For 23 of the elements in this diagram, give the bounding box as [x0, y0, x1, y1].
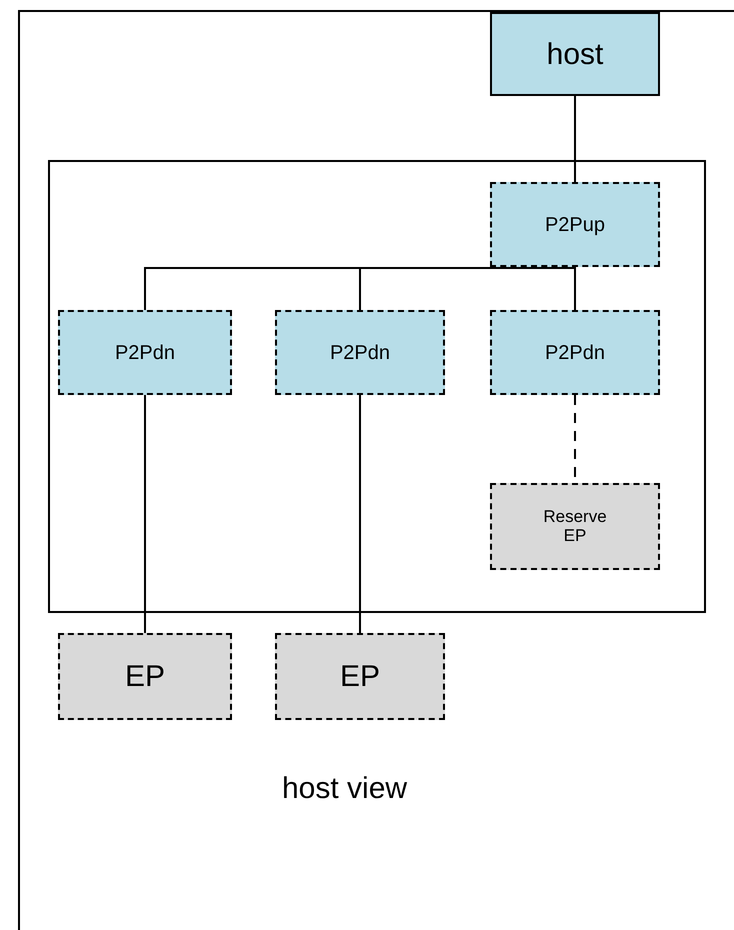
- view-frame: [18, 10, 734, 930]
- connector-line: [359, 395, 361, 633]
- port-box: [490, 182, 660, 267]
- node-label: EP: [340, 660, 380, 693]
- node-label: P2Pdn: [114, 342, 176, 364]
- node-label: P2Pdn: [330, 342, 390, 364]
- node-label: host: [546, 38, 604, 70]
- port-box: [490, 310, 660, 395]
- connector-line: [144, 395, 146, 633]
- node-label: host view: [282, 772, 408, 805]
- port-box: [275, 310, 445, 395]
- port-box: [58, 310, 232, 395]
- node-label: EP: [124, 660, 166, 693]
- connector-line: [574, 96, 576, 182]
- node-label: Reserve EP: [542, 508, 608, 546]
- host-box: [490, 12, 660, 96]
- endpoint-box: [275, 633, 445, 720]
- container-box: [48, 160, 706, 613]
- endpoint-box: [490, 483, 660, 570]
- connector-line: [574, 267, 576, 310]
- node-label: P2Pdn: [544, 342, 606, 364]
- endpoint-box: [58, 633, 232, 720]
- node-label: P2Pup: [544, 214, 606, 236]
